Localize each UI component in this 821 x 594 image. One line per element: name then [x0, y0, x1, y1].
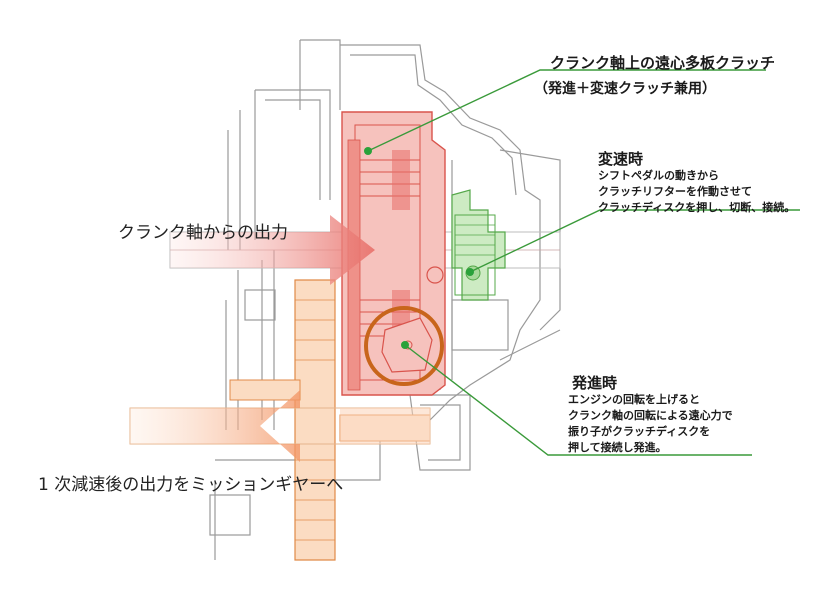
starting-line-2: クランク軸の回転による遠心力で: [568, 409, 733, 422]
starting-body: エンジンの回転を上げると クランク軸の回転による遠心力で 振り子がクラッチディス…: [568, 392, 733, 456]
shifting-line-2: クラッチリフターを作動させて: [598, 185, 752, 198]
reduction-output-arrow: [130, 390, 340, 462]
reduction-output-label: 1 次減速後の出力をミッションギヤーへ: [38, 475, 344, 495]
starting-line-1: エンジンの回転を上げると: [568, 393, 700, 406]
callout-lines: [367, 69, 800, 456]
crank-output-arrow: [170, 215, 375, 285]
crank-input-label: クランク軸からの出力: [118, 223, 288, 243]
centrifugal-clutch-title: クランク軸上の遠心多板クラッチ: [550, 54, 776, 72]
shifting-line-1: シフトペダルの動きから: [598, 169, 719, 182]
shifting-title: 変速時: [598, 150, 644, 168]
shifting-body: シフトペダルの動きから クラッチリフターを作動させて クラッチディスクを押し、切…: [598, 168, 795, 216]
starting-line-3: 振り子がクラッチディスクを: [568, 425, 711, 438]
centrifugal-clutch-subtitle: （発進＋変速クラッチ兼用）: [534, 81, 716, 97]
highlight-ring: [364, 306, 444, 386]
lifter-marker-dot: [466, 268, 474, 276]
starting-line-4: 押して接続し発進。: [568, 441, 667, 454]
shifting-line-3: クラッチディスクを押し、切断、接続。: [598, 201, 796, 214]
clutch-marker-dot: [364, 147, 372, 155]
clutch-lifter: [451, 189, 506, 301]
starting-title: 発進時: [572, 374, 618, 392]
weight-marker-dot: [401, 341, 409, 349]
